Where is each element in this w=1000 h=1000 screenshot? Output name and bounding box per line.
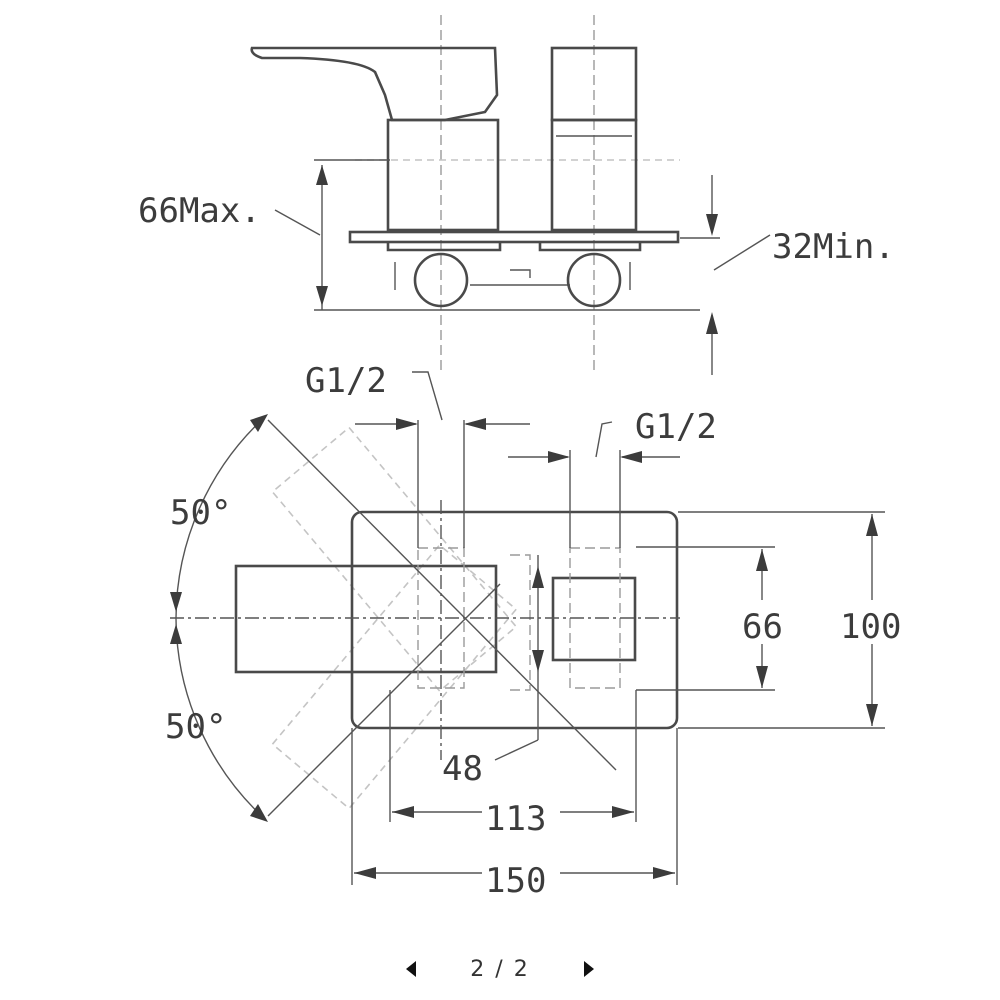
thread-right-label: G1/2 (635, 407, 717, 447)
inlet-right (566, 252, 622, 308)
dim-66-label: 66 (742, 607, 783, 647)
thread-left-label: G1/2 (305, 361, 387, 401)
lever-handle (250, 46, 499, 122)
plan-view: G1/2 G1/2 50° 50° 66 100 (165, 361, 916, 901)
height-min-label: 32Min. (772, 227, 895, 267)
base-plate (348, 230, 680, 244)
inlet-left (413, 252, 469, 308)
next-page-button[interactable] (578, 958, 600, 980)
angle-lower-label: 50° (165, 707, 226, 747)
dim-150-label: 150 (485, 861, 546, 901)
side-view: 66Max. 32Min. (138, 15, 895, 375)
dim-113-label: 113 (485, 799, 546, 839)
plan-base-plate (350, 510, 679, 730)
plan-knob (551, 576, 637, 662)
triangle-right-icon (583, 961, 594, 977)
left-column (386, 118, 500, 232)
right-knob-column (550, 118, 638, 232)
triangle-left-icon (406, 961, 417, 977)
height-max-label: 66Max. (138, 191, 261, 231)
angle-upper-label: 50° (170, 493, 231, 533)
technical-drawing: 66Max. 32Min. (138, 15, 916, 901)
image-pager: 2 / 2 (0, 948, 1000, 990)
plan-lever (234, 564, 498, 674)
dim-100-label: 100 (840, 607, 901, 647)
prev-page-button[interactable] (400, 958, 422, 980)
page-indicator: 2 / 2 (470, 956, 530, 982)
dim-48-label: 48 (442, 749, 483, 789)
